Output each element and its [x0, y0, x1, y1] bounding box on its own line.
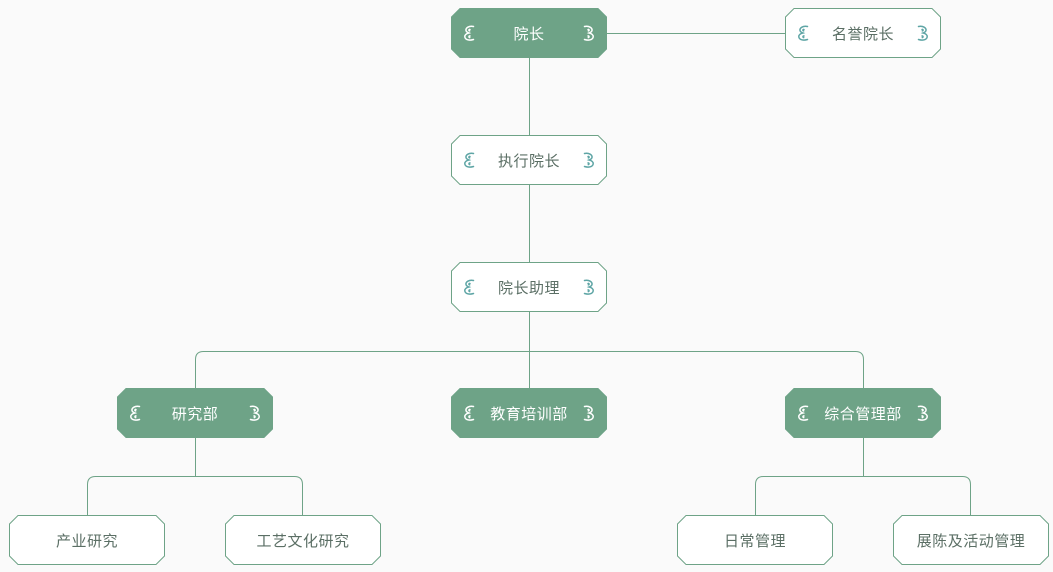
ornament-scroll-icon	[917, 405, 928, 421]
node-industry-research: 产业研究	[9, 515, 165, 565]
node-octagon	[785, 8, 941, 58]
node-label: 综合管理部	[824, 404, 902, 423]
node-octagon	[225, 515, 381, 565]
node-label: 教育培训部	[490, 404, 568, 423]
node-octagon	[677, 515, 833, 565]
node-president: 院长	[451, 8, 607, 58]
node-shape	[451, 8, 607, 58]
node-shape	[451, 262, 607, 312]
node-octagon	[451, 8, 607, 58]
ornament-scroll-icon	[464, 152, 475, 168]
node-shape	[117, 388, 273, 438]
ornament-scroll-icon	[464, 405, 475, 421]
node-general-management-dept: 综合管理部	[785, 388, 941, 438]
ornament-scroll-icon	[130, 405, 141, 421]
node-education-training-dept: 教育培训部	[451, 388, 607, 438]
connector-research-children	[87, 476, 303, 515]
ornament-scroll-icon	[583, 405, 594, 421]
node-label: 工艺文化研究	[256, 531, 350, 550]
node-label: 院长	[513, 24, 545, 43]
node-shape	[225, 515, 381, 565]
node-label: 执行院长	[497, 151, 560, 170]
ornament-scroll-icon	[249, 405, 260, 421]
node-shape	[451, 135, 607, 185]
node-craft-culture-research: 工艺文化研究	[225, 515, 381, 565]
node-research-dept: 研究部	[117, 388, 273, 438]
ornament-scroll-icon	[583, 279, 594, 295]
ornament-scroll-icon	[917, 25, 928, 41]
node-assistant-president: 院长助理	[451, 262, 607, 312]
node-octagon	[451, 135, 607, 185]
ornament-scroll-icon	[464, 25, 475, 41]
ornament-scroll-icon	[464, 279, 475, 295]
node-honorary-president: 名誉院长	[785, 8, 941, 58]
node-octagon	[451, 388, 607, 438]
node-daily-management: 日常管理	[677, 515, 833, 565]
node-shape	[451, 388, 607, 438]
node-octagon	[785, 388, 941, 438]
node-executive-president: 执行院长	[451, 135, 607, 185]
connector-assistant-departments	[195, 351, 864, 388]
node-shape	[677, 515, 833, 565]
node-exhibition-event-management: 展陈及活动管理	[893, 515, 1049, 565]
ornament-scroll-icon	[798, 25, 809, 41]
node-shape	[785, 8, 941, 58]
node-label: 名誉院长	[831, 24, 894, 43]
node-label: 研究部	[171, 404, 219, 423]
node-shape	[893, 515, 1049, 565]
connector-management-children	[755, 476, 971, 515]
node-label: 院长助理	[497, 278, 560, 297]
node-label: 产业研究	[55, 531, 118, 550]
ornament-scroll-icon	[798, 405, 809, 421]
ornament-scroll-icon	[583, 25, 594, 41]
node-octagon	[9, 515, 165, 565]
node-octagon	[451, 262, 607, 312]
node-shape	[785, 388, 941, 438]
node-octagon	[893, 515, 1049, 565]
node-label: 日常管理	[723, 531, 786, 550]
node-octagon	[117, 388, 273, 438]
ornament-scroll-icon	[583, 152, 594, 168]
node-label: 展陈及活动管理	[916, 531, 1026, 550]
node-shape	[9, 515, 165, 565]
